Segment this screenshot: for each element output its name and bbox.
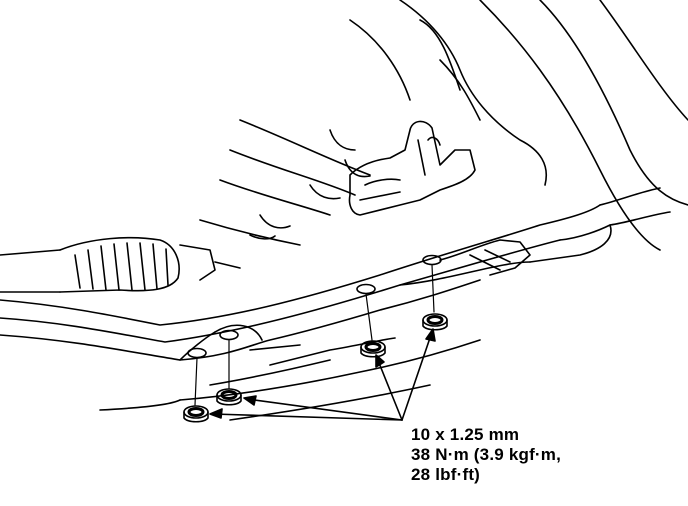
- leader-line: [376, 357, 403, 421]
- torque-spec-label: 38 N·m (3.9 kgf·m,: [411, 445, 562, 464]
- flange-bolt: [216, 388, 242, 406]
- flange-bolt: [422, 313, 448, 331]
- engine-mount-bracket: [348, 120, 476, 216]
- arrow-head: [243, 395, 257, 406]
- leader-line: [401, 331, 433, 421]
- bolt-hole: [356, 283, 376, 295]
- bolt-hole: [219, 329, 239, 341]
- leader-line: [212, 413, 403, 421]
- fastener-size-label: 10 x 1.25 mm: [411, 425, 520, 444]
- bolt-holes: [187, 254, 442, 359]
- bolt-guide-lines: [194, 264, 435, 406]
- exhaust-flex-pipe: [0, 236, 241, 293]
- front-subframe: [0, 187, 671, 366]
- flange-bolt: [183, 405, 209, 423]
- arrow-head: [209, 408, 223, 419]
- splash-shield: [99, 339, 481, 421]
- flange-bolt: [360, 340, 386, 358]
- torque-callout: 10 x 1.25 mm 38 N·m (3.9 kgf·m, 28 lbf·f…: [411, 425, 561, 485]
- body-outline: [349, 0, 688, 251]
- bolt-hole: [187, 347, 207, 359]
- leader-arrows: [209, 328, 436, 421]
- arrow-head: [375, 354, 385, 368]
- torque-spec-label-2: 28 lbf·ft): [411, 465, 481, 484]
- engine-block: [199, 119, 371, 246]
- leader-line: [246, 398, 403, 421]
- flange-bolts: [183, 313, 448, 423]
- arrow-head: [425, 328, 436, 342]
